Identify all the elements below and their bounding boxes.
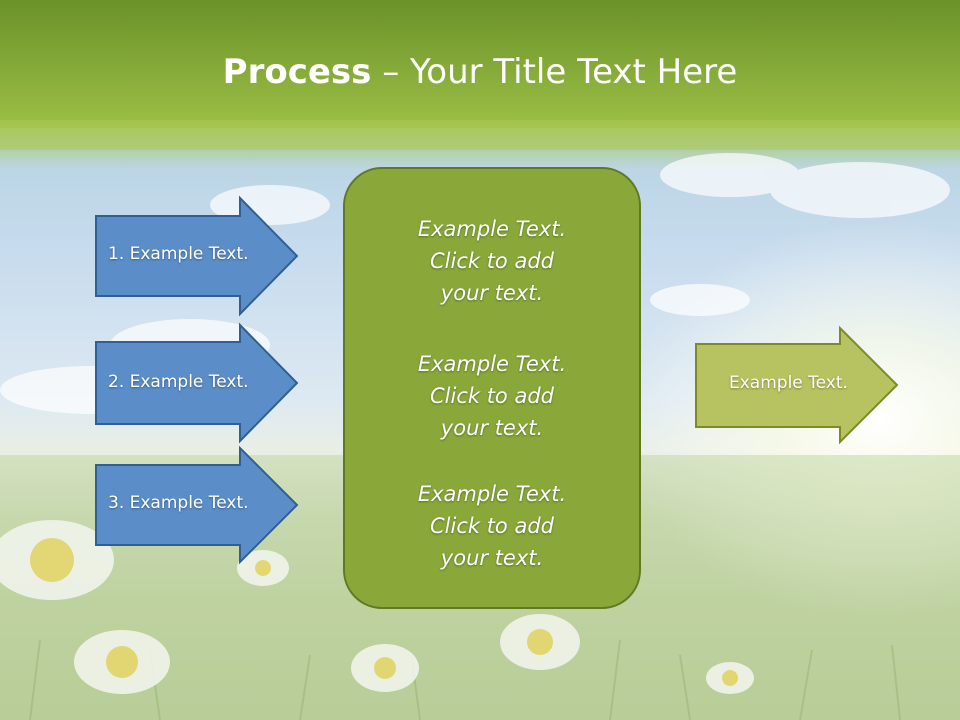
output-arrow [695, 325, 899, 445]
center-paragraph-2[interactable]: Example Text. Click to add your text. [417, 352, 567, 440]
center-box [343, 167, 641, 609]
center-paragraph-1[interactable]: Example Text. Click to add your text. [417, 217, 567, 305]
input-label-2[interactable]: 2. Example Text. [108, 372, 249, 392]
center-paragraph-3[interactable]: Example Text. Click to add your text. [417, 482, 567, 570]
input-label-3[interactable]: 3. Example Text. [108, 493, 249, 513]
title-bold: Process [222, 52, 372, 92]
daisies [0, 520, 754, 694]
input-label-1[interactable]: 1. Example Text. [108, 244, 249, 264]
input-arrow-1 [95, 195, 299, 317]
title-dash: – [371, 52, 411, 92]
input-arrow-2 [95, 322, 299, 444]
slide-title: Process – Your Title Text Here [0, 52, 960, 92]
title-text: Your Title Text Here [410, 52, 738, 92]
output-label[interactable]: Example Text. [729, 373, 848, 393]
input-arrow-3 [95, 445, 299, 565]
